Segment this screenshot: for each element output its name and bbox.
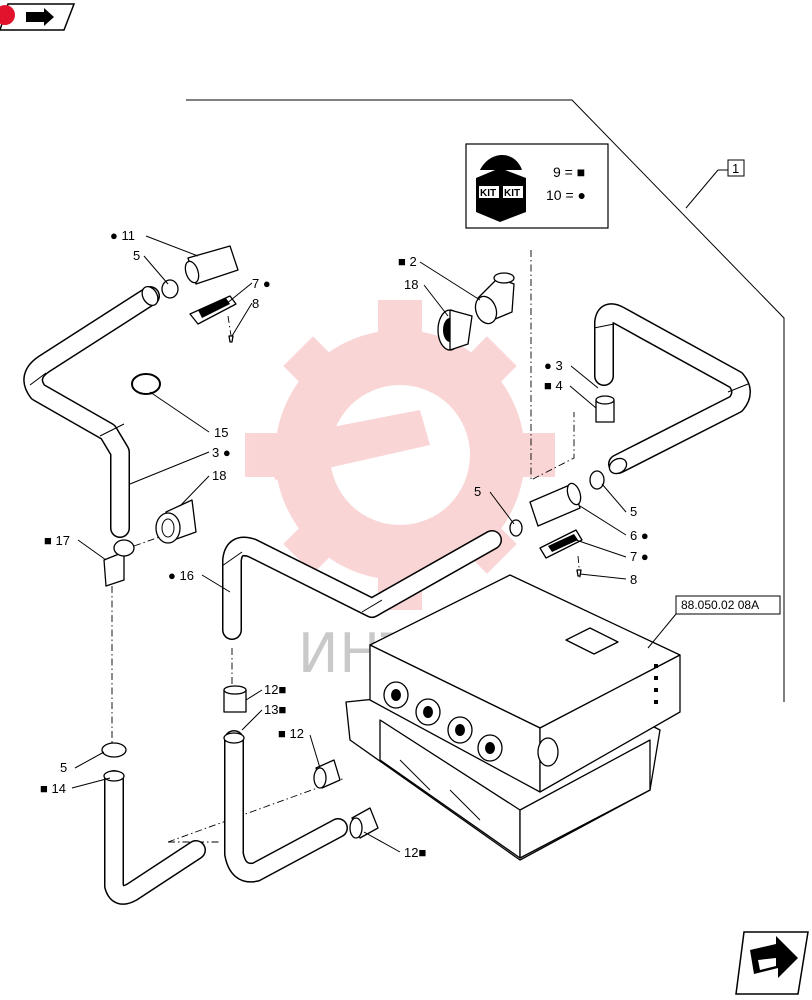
clamp-5b — [509, 519, 523, 537]
callout-11: ● 11 — [110, 228, 135, 243]
callout-16: ● 16 — [168, 568, 194, 583]
sleeve-12c — [349, 807, 379, 839]
kit-box-icon — [476, 155, 526, 222]
hose-14 — [103, 770, 206, 905]
callout-5c: 5 — [630, 504, 637, 519]
callout-18b: 18 — [404, 277, 418, 292]
clamp-5c — [589, 470, 605, 490]
reference-label[interactable]: 88.050.02 08A — [675, 595, 781, 615]
ring-15 — [131, 373, 161, 395]
callout-2: ■ 2 — [398, 254, 417, 269]
sleeve-11 — [184, 245, 239, 285]
callout-12a: 12■ — [264, 682, 286, 697]
screw-8b — [576, 569, 582, 577]
heater-vent-dots — [654, 664, 658, 704]
callout-12b: ■ 12 — [278, 726, 304, 741]
clamp-5a — [161, 279, 179, 299]
callout-3a: 3 ● — [212, 445, 231, 460]
heater-round-port — [537, 737, 559, 767]
kit-text-right: KIT — [504, 188, 520, 199]
clip-7a — [189, 295, 237, 325]
callout-12c: 12■ — [404, 845, 426, 860]
callout-3b: ● 3 — [544, 358, 563, 373]
svg-text:88.050.02 08A: 88.050.02 08A — [681, 598, 759, 612]
next-page-arrow-icon[interactable] — [735, 931, 809, 995]
callout-17: ■ 17 — [44, 533, 70, 548]
callout-7a: 7 ● — [252, 276, 271, 291]
centerlines — [111, 250, 581, 843]
callout-labels: ● 11 5 7 ● 8 15 3 ● 18 ■ 17 ● 16 ■ 2 18 … — [40, 228, 649, 860]
callout-15: 15 — [214, 425, 228, 440]
callout-5d: 5 — [60, 760, 67, 775]
group-callout-box — [727, 159, 745, 177]
screw-8a — [228, 335, 234, 343]
book-arrow-icon[interactable] — [0, 3, 76, 31]
hose-3-right — [593, 303, 751, 475]
callout-6: 6 ● — [630, 528, 649, 543]
group-callout-label: 1 — [732, 161, 739, 176]
callout-18a: 18 — [212, 468, 226, 483]
callout-7b: 7 ● — [630, 549, 649, 564]
callout-13: 13■ — [264, 702, 286, 717]
connector-18a — [155, 499, 197, 544]
kit-legend-box: KIT KIT 9 = ■ 10 = ● — [465, 143, 609, 229]
connector-18b — [437, 309, 473, 351]
elbow-2 — [474, 272, 515, 325]
callout-8a: 8 — [252, 296, 259, 311]
clamp-5d — [101, 742, 127, 758]
callout-5a: 5 — [133, 248, 140, 263]
sleeve-12a — [223, 685, 247, 713]
hose-13 — [223, 730, 348, 883]
heater-unit — [345, 574, 681, 861]
callout-5b: 5 — [474, 484, 481, 499]
callout-14: ■ 14 — [40, 781, 66, 796]
leader-lines — [71, 235, 627, 853]
heater-ports — [383, 681, 503, 762]
callout-8b: 8 — [630, 572, 637, 587]
sleeve-4 — [595, 395, 615, 423]
sleeve-12b — [313, 759, 341, 789]
hose-16 — [221, 530, 502, 640]
callout-4: ■ 4 — [544, 378, 563, 393]
kit-legend-square: 9 = ■ — [553, 164, 585, 180]
hose-3-left — [23, 286, 160, 538]
sleeve-6 — [529, 482, 582, 527]
watermark-gear-logo — [245, 300, 555, 610]
kit-text-left: KIT — [480, 188, 496, 199]
kit-legend-dot: 10 = ● — [546, 187, 586, 203]
elbow-17 — [103, 539, 135, 587]
clip-7b — [539, 529, 583, 559]
